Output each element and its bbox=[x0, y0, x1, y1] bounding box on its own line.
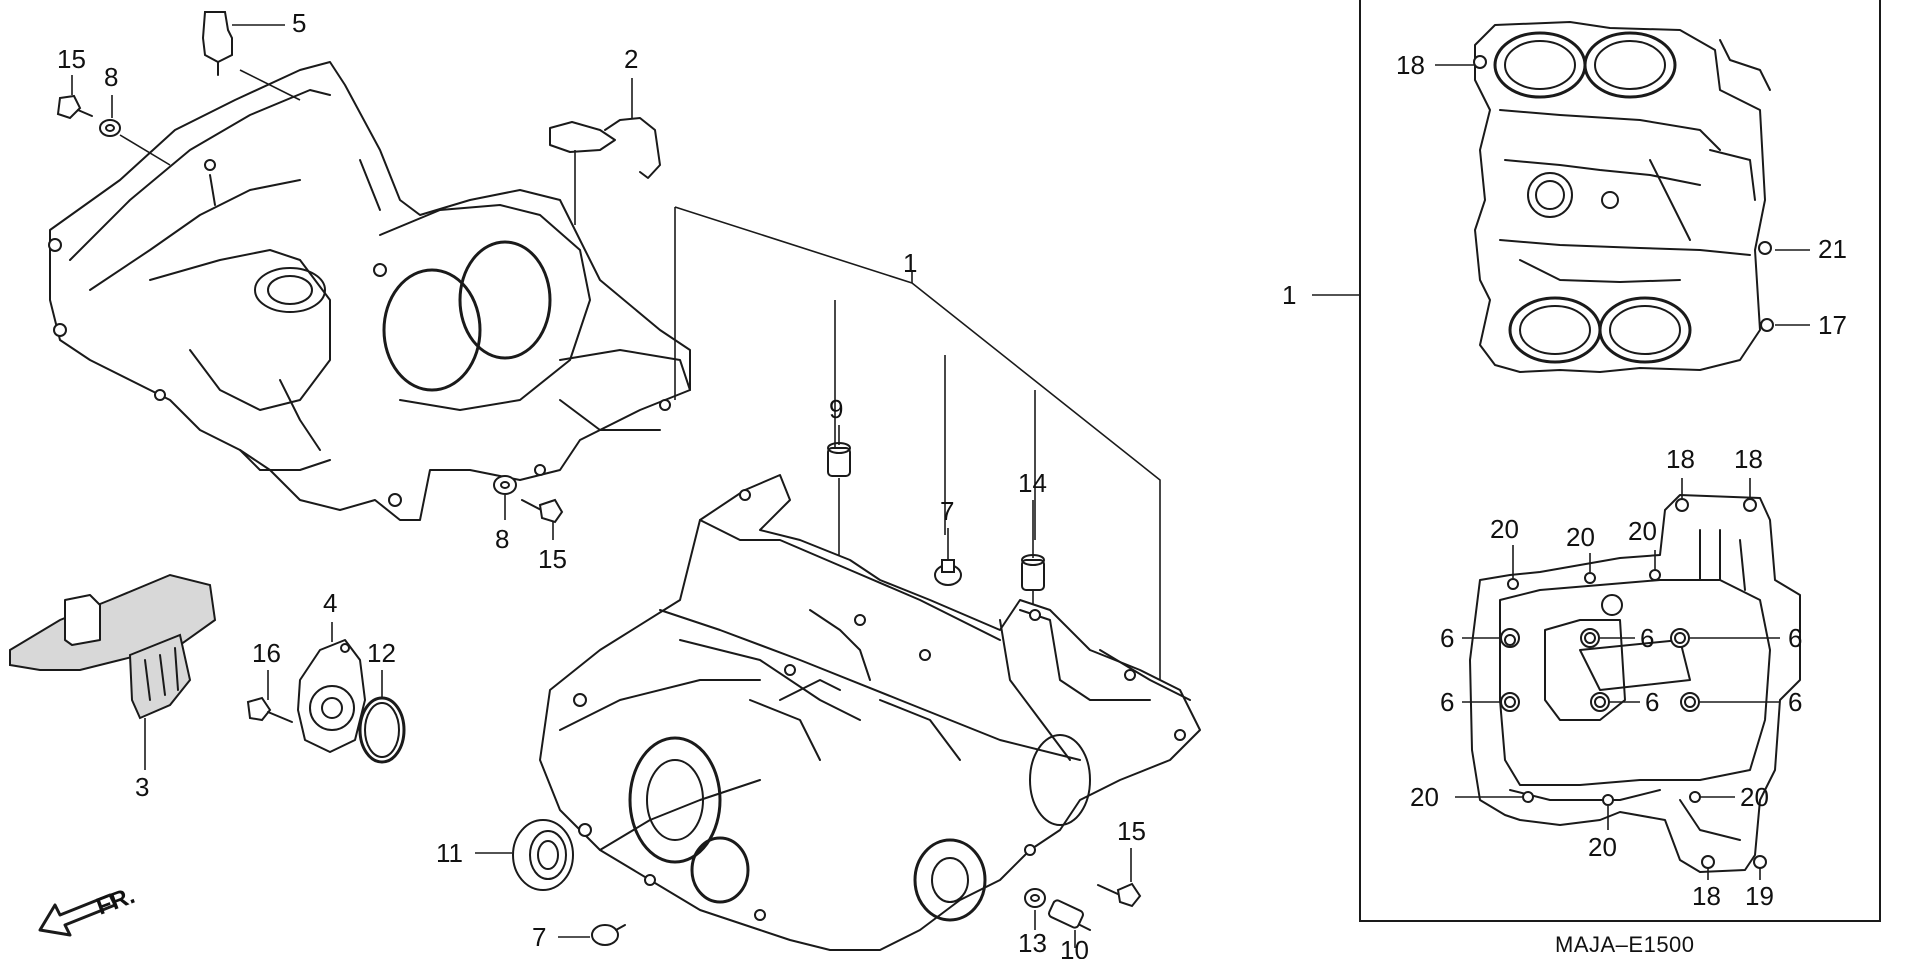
callout-6-d: 6 bbox=[1440, 687, 1454, 717]
callout-18-c: 18 bbox=[1734, 444, 1763, 474]
washer-13 bbox=[1024, 888, 1046, 908]
callout-6-a: 6 bbox=[1440, 623, 1454, 653]
callout-11: 11 bbox=[436, 838, 463, 868]
callout-15-lower: 15 bbox=[1117, 816, 1146, 846]
callout-6-e: 6 bbox=[1645, 687, 1659, 717]
dowel-14 bbox=[1021, 554, 1045, 591]
callout-18-top: 18 bbox=[1396, 50, 1425, 80]
callout-20-a: 20 bbox=[1490, 514, 1519, 544]
callout-20-f: 20 bbox=[1588, 832, 1617, 862]
callout-17: 17 bbox=[1818, 310, 1847, 340]
callout-18-b: 18 bbox=[1666, 444, 1695, 474]
leader-5b bbox=[239, 69, 301, 101]
callout-6-c: 6 bbox=[1788, 623, 1802, 653]
lower-crankcase bbox=[539, 474, 1201, 951]
callout-8-upper: 8 bbox=[104, 62, 118, 92]
oil-pressure-switch bbox=[201, 11, 233, 76]
callout-3: 3 bbox=[135, 772, 149, 802]
dowel-9 bbox=[827, 442, 851, 477]
oil-pump-4 bbox=[297, 639, 366, 753]
upper-crankcase bbox=[48, 61, 691, 521]
oil-strainer-3 bbox=[9, 573, 217, 720]
callout-7-lower: 7 bbox=[532, 922, 546, 952]
callout-14: 14 bbox=[1018, 468, 1047, 498]
callout-9: 9 bbox=[829, 394, 843, 424]
callout-20-d: 20 bbox=[1410, 782, 1439, 812]
plug-7-lower bbox=[591, 924, 626, 946]
callout-2: 2 bbox=[624, 44, 638, 74]
callout-1-inset: 1 bbox=[1282, 280, 1296, 310]
diagram-code: MAJA–E1500 bbox=[1555, 932, 1695, 957]
o-ring-12 bbox=[358, 696, 406, 764]
callout-18-d: 18 bbox=[1692, 881, 1721, 911]
callout-1-left: 1 bbox=[903, 248, 917, 278]
inset-upper-case-top-view bbox=[1473, 21, 1774, 373]
callout-13: 13 bbox=[1018, 928, 1047, 958]
callout-4: 4 bbox=[323, 588, 337, 618]
callout-8-middle: 8 bbox=[495, 524, 509, 554]
callout-15-middle: 15 bbox=[538, 544, 567, 574]
oil-seal-11 bbox=[512, 819, 574, 891]
callout-6-f: 6 bbox=[1788, 687, 1802, 717]
callout-20-c: 20 bbox=[1628, 516, 1657, 546]
callout-1-leaders bbox=[674, 206, 1161, 700]
plug-10 bbox=[1048, 899, 1091, 931]
leader-8a-b bbox=[119, 134, 171, 166]
inset-frame bbox=[1359, 0, 1881, 922]
bolt-15-middle bbox=[521, 498, 564, 524]
callout-20-b: 20 bbox=[1566, 522, 1595, 552]
bolt-15-lower bbox=[1097, 882, 1142, 908]
washer-8-middle bbox=[493, 475, 517, 495]
callout-7-upper: 7 bbox=[940, 496, 954, 526]
callout-12: 12 bbox=[367, 638, 396, 668]
callout-20-e: 20 bbox=[1740, 782, 1769, 812]
plug-7-upper bbox=[934, 559, 962, 586]
callout-6-b: 6 bbox=[1640, 623, 1654, 653]
callout-5: 5 bbox=[292, 8, 306, 38]
bolt-15-upper bbox=[56, 94, 93, 120]
inset-lower-case-bottom-view bbox=[1469, 494, 1801, 873]
front-direction-arrow-icon bbox=[38, 893, 117, 937]
callout-16: 16 bbox=[252, 638, 281, 668]
bracket-2 bbox=[549, 117, 661, 179]
callout-19: 19 bbox=[1745, 881, 1774, 911]
callout-15-upper: 15 bbox=[57, 44, 86, 74]
front-direction-label: FR. bbox=[93, 882, 139, 921]
callout-10: 10 bbox=[1060, 935, 1089, 959]
callout-21: 21 bbox=[1818, 234, 1847, 264]
bolt-16 bbox=[246, 696, 293, 723]
inset-leaders bbox=[1435, 64, 1810, 880]
washer-8-upper bbox=[99, 119, 121, 137]
